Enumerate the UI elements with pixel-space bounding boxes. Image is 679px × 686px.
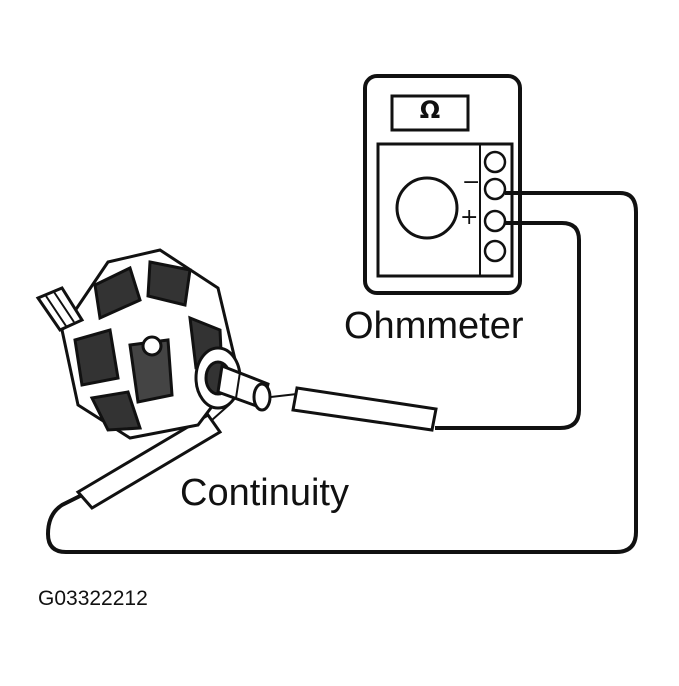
ohmmeter-panel [376,142,514,278]
alternator-rotor [35,248,272,440]
negative-test-lead-wire [45,191,638,554]
shaft-thread [53,291,75,323]
shaft-thread [45,295,67,327]
negative-terminal-label: − [462,170,481,195]
ohmmeter-range-dial [395,176,459,240]
rotor-claw-pole [146,260,192,307]
negative-terminal-jack [483,177,507,201]
rotor-claw-pole [93,265,142,321]
test-probe-handle [291,386,438,432]
terminal-jack [483,150,507,174]
ohmmeter-display [390,94,470,132]
rotor-claw-pole [73,328,120,387]
rotor-shaft-left [35,286,85,332]
test-probe-shaft [261,386,438,432]
terminal-jack [483,239,507,263]
slip-ring-groove [235,371,241,399]
figure-code: G03322212 [38,587,148,610]
continuity-label: Continuity [180,472,349,514]
test-probe-handle [75,413,223,510]
rotor-claw-pole [89,390,143,432]
slip-ring [252,382,272,412]
positive-terminal-label: + [460,205,479,230]
ohmmeter-label: Ohmmeter [344,305,524,347]
positive-test-lead-wire [435,221,581,430]
ohm-symbol: Ω [419,96,441,124]
rotor-core-hole [141,335,163,357]
